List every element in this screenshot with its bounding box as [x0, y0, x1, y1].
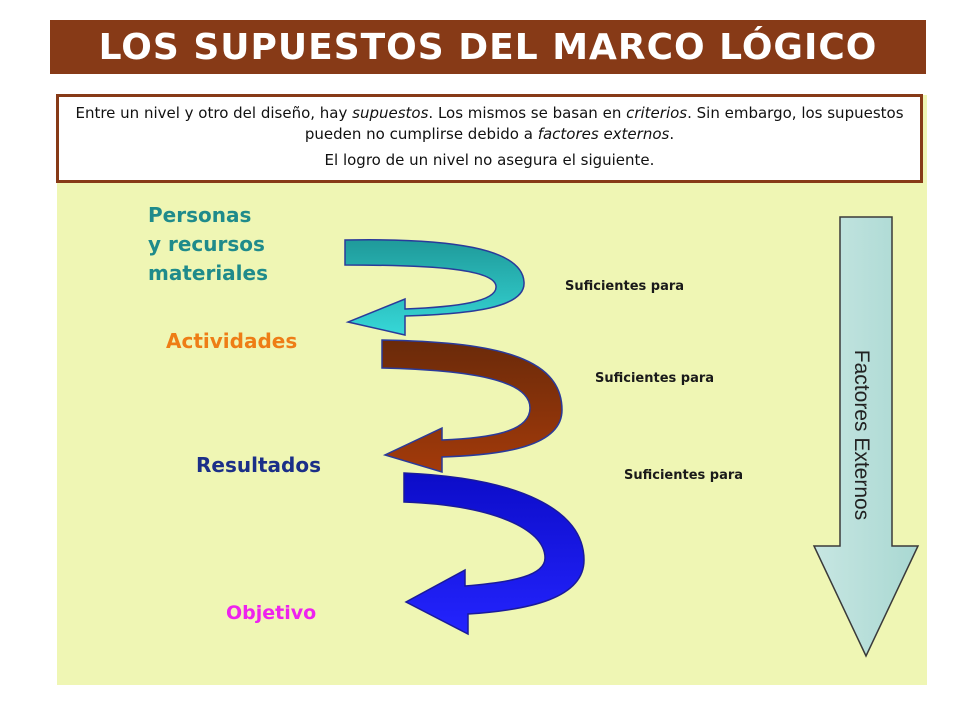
connector-label: Suficientes para	[624, 468, 744, 483]
level-resultados: Resultados	[196, 453, 321, 477]
intro-text: Entre un nivel y otro del diseño, hay	[75, 104, 353, 122]
intro-conclusion: El logro de un nivel no asegura el sigui…	[324, 151, 655, 169]
intro-text: . Los mismos se basan en	[428, 104, 627, 122]
intro-emphasis-supuestos: supuestos	[352, 104, 429, 122]
intro-box: Entre un nivel y otro del diseño, hay su…	[56, 94, 923, 183]
intro-paragraph: Entre un nivel y otro del diseño, hay su…	[75, 103, 904, 145]
level-actividades: Actividades	[166, 329, 298, 353]
arrow-teal	[344, 239, 525, 336]
level-objetivo: Objetivo	[226, 602, 317, 624]
level-personas: Personas y recursos materiales	[148, 203, 268, 285]
intro-text: .	[669, 125, 675, 143]
intro-text: . Sin embargo, los supuestos pueden no c…	[304, 104, 904, 143]
title-bar: LOS SUPUESTOS DEL MARCO LÓGICO	[50, 20, 926, 74]
external-factors-arrow	[812, 216, 920, 658]
arrow-blue	[403, 472, 585, 636]
page-title: LOS SUPUESTOS DEL MARCO LÓGICO	[98, 26, 878, 68]
intro-emphasis-factores: factores externos	[537, 125, 670, 143]
connector-label: Suficientes para	[595, 371, 715, 386]
intro-emphasis-criterios: criterios	[626, 104, 688, 122]
arrow-brown	[381, 339, 563, 474]
external-factors-label: Factores Externos	[850, 349, 873, 521]
connector-label: Suficientes para	[565, 279, 685, 294]
